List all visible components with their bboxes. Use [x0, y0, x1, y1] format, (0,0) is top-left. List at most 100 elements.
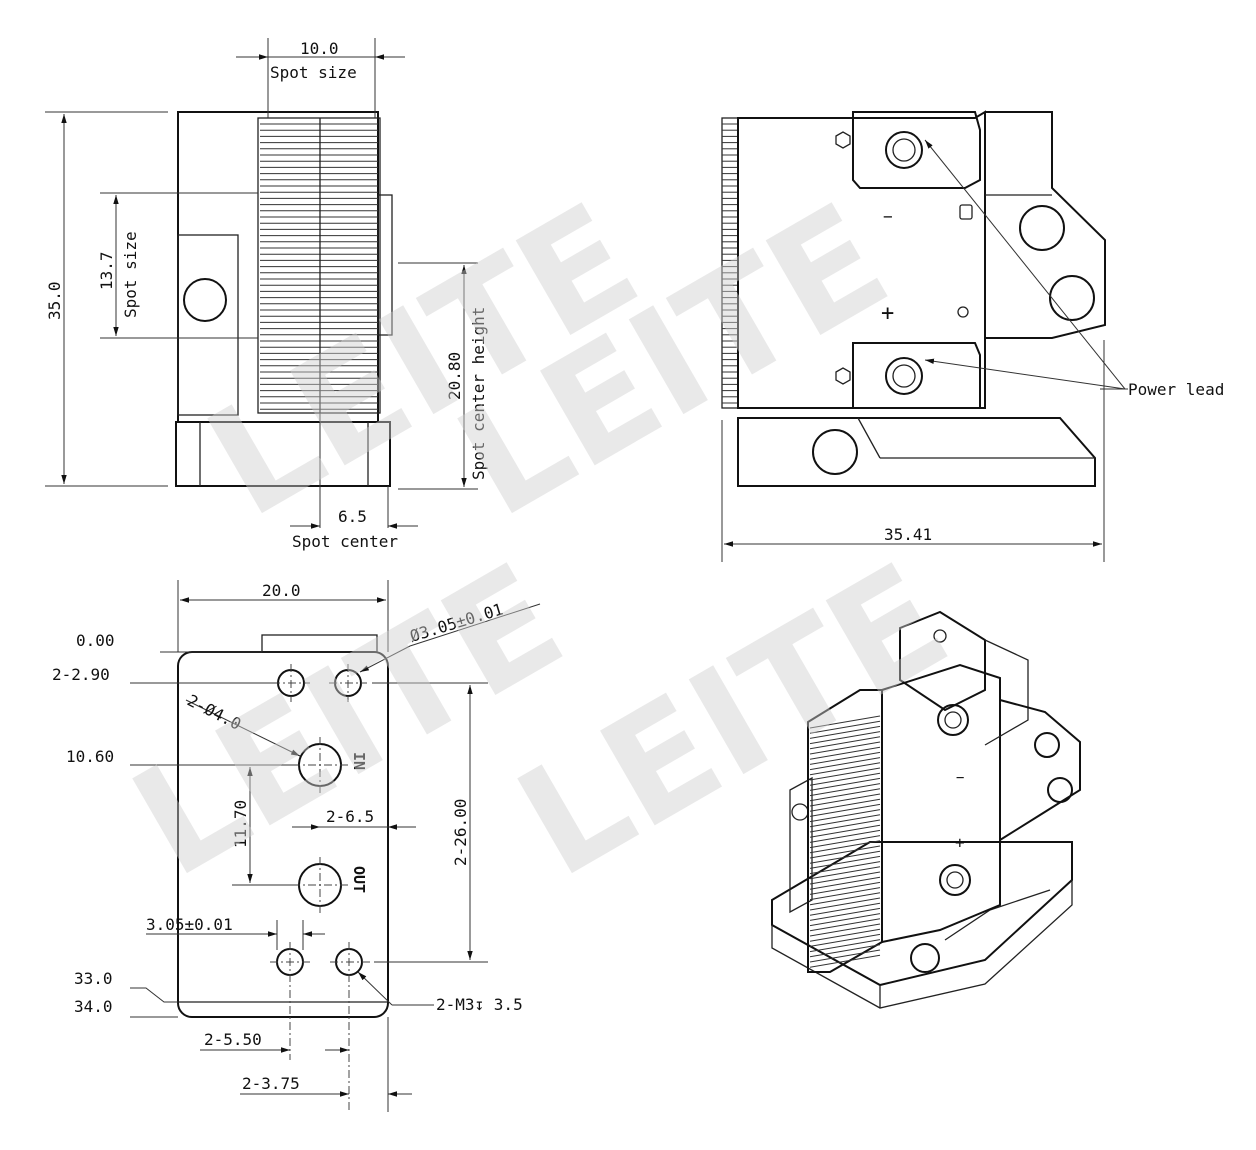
- side-dim-bottom-value: 6.5: [338, 507, 367, 526]
- fin-line: [809, 725, 881, 739]
- bottom-y-1: 2-2.90: [52, 665, 110, 684]
- bottom-dim-2-6-5: 2-6.5: [326, 807, 374, 826]
- fin-line: [809, 835, 881, 849]
- fin-line: [809, 944, 881, 958]
- fin-line: [809, 881, 881, 895]
- side-dim-inner-label: Spot size: [121, 231, 140, 318]
- iso-bracket-hole-bottom: [1047, 777, 1073, 803]
- bottom-top-tab: [261, 634, 378, 653]
- back-base: [737, 417, 1096, 487]
- fin-line: [809, 949, 881, 963]
- fin-line: [809, 824, 881, 838]
- fin-line: [809, 845, 881, 859]
- fin-line: [809, 788, 881, 802]
- iso-left-block: [789, 776, 813, 914]
- fin-line: [809, 913, 881, 927]
- fin-line: [809, 850, 881, 864]
- back-hex-bolt-top: [835, 131, 851, 149]
- back-base-hole: [812, 429, 858, 475]
- iso-minus-mark: −: [956, 770, 964, 786]
- back-plus-mark: +: [881, 301, 894, 326]
- fin-line: [809, 939, 881, 953]
- iso-base-hole: [910, 943, 940, 973]
- iso-base: [771, 841, 1073, 987]
- fin-line: [809, 783, 881, 797]
- side-view: 10.0 Spot size 35.0 13.7 Spot size 20.80…: [45, 38, 488, 551]
- isometric-view: − +: [771, 610, 1081, 1009]
- fin-line: [809, 829, 881, 843]
- fin-line: [809, 871, 881, 885]
- side-base: [175, 421, 391, 487]
- fin-line: [809, 897, 881, 911]
- iso-top-lead: [937, 704, 969, 736]
- fin-line: [809, 762, 881, 776]
- bottom-dim-11-70: 11.70: [231, 800, 250, 848]
- back-fin-lines: [722, 123, 738, 404]
- iso-main-face: [881, 663, 1001, 944]
- back-minus-mark: −: [883, 207, 893, 226]
- bottom-y-3: 33.0: [74, 969, 113, 988]
- back-lower-pocket: [852, 342, 981, 409]
- iso-top-cube: [899, 610, 986, 712]
- fin-line: [809, 866, 881, 880]
- side-fin-lines: [260, 123, 378, 410]
- fin-line: [809, 928, 881, 942]
- watermark-2: LEITE: [491, 531, 975, 911]
- back-bracket-hole-top: [1019, 205, 1065, 251]
- fin-line: [809, 809, 881, 823]
- iso-fin-lines: [809, 715, 881, 968]
- side-dim-right-label: Spot center height: [469, 307, 488, 480]
- bottom-dim-2-3-75: 2-3.75: [242, 1074, 300, 1093]
- back-callout-power-lead: Power lead: [1128, 380, 1224, 399]
- fin-line: [809, 840, 881, 854]
- fin-line: [809, 907, 881, 921]
- bottom-y-2: 10.60: [66, 747, 114, 766]
- fin-line: [809, 861, 881, 875]
- side-dim-inner-value: 13.7: [97, 251, 116, 290]
- fin-line: [809, 746, 881, 760]
- fin-line: [809, 855, 881, 869]
- fin-line: [809, 767, 881, 781]
- bottom-y-4: 34.0: [74, 997, 113, 1016]
- side-dim-right-value: 20.80: [445, 352, 464, 400]
- bottom-dim-2-5-50: 2-5.50: [204, 1030, 262, 1049]
- iso-plus-mark: +: [955, 833, 965, 852]
- back-connector-top: [959, 204, 973, 220]
- fin-line: [809, 715, 881, 729]
- side-mount-block: [177, 234, 239, 416]
- fin-line: [809, 751, 881, 765]
- fin-line: [809, 720, 881, 734]
- fin-line: [809, 933, 881, 947]
- back-connector-bottom: [957, 306, 969, 318]
- back-upper-lead: [885, 131, 923, 169]
- side-fins: [257, 117, 381, 414]
- fin-line: [809, 902, 881, 916]
- back-main-plate: [737, 110, 986, 409]
- bottom-port-in-label: IN: [350, 752, 368, 770]
- fin-line: [809, 777, 881, 791]
- fin-line: [809, 731, 881, 745]
- side-mount-hole: [183, 278, 227, 322]
- fin-line: [809, 887, 881, 901]
- iso-bracket: [999, 699, 1081, 841]
- back-bracket-hole-bottom: [1049, 275, 1095, 321]
- bottom-dim-3-05: 3.05±0.01: [146, 915, 233, 934]
- bottom-dim-2-26-00: 2-26.00: [451, 799, 470, 866]
- back-upper-pocket: [852, 111, 981, 189]
- back-dim-width: 35.41: [884, 525, 932, 544]
- fin-line: [809, 741, 881, 755]
- side-lip: [377, 194, 393, 336]
- fin-line: [809, 793, 881, 807]
- fin-line: [809, 736, 881, 750]
- bottom-thread-label: 2-M3↧ 3.5: [436, 995, 523, 1014]
- fin-line: [809, 892, 881, 906]
- bottom-dim-width: 20.0: [262, 581, 301, 600]
- back-bracket: [985, 111, 1106, 339]
- fin-line: [809, 819, 881, 833]
- iso-bottom-lead: [939, 864, 971, 896]
- iso-bracket-hole-top: [1034, 732, 1060, 758]
- side-dim-top-label: Spot size: [270, 63, 357, 82]
- bottom-port-out-label: OUT: [350, 866, 368, 893]
- fin-line: [809, 803, 881, 817]
